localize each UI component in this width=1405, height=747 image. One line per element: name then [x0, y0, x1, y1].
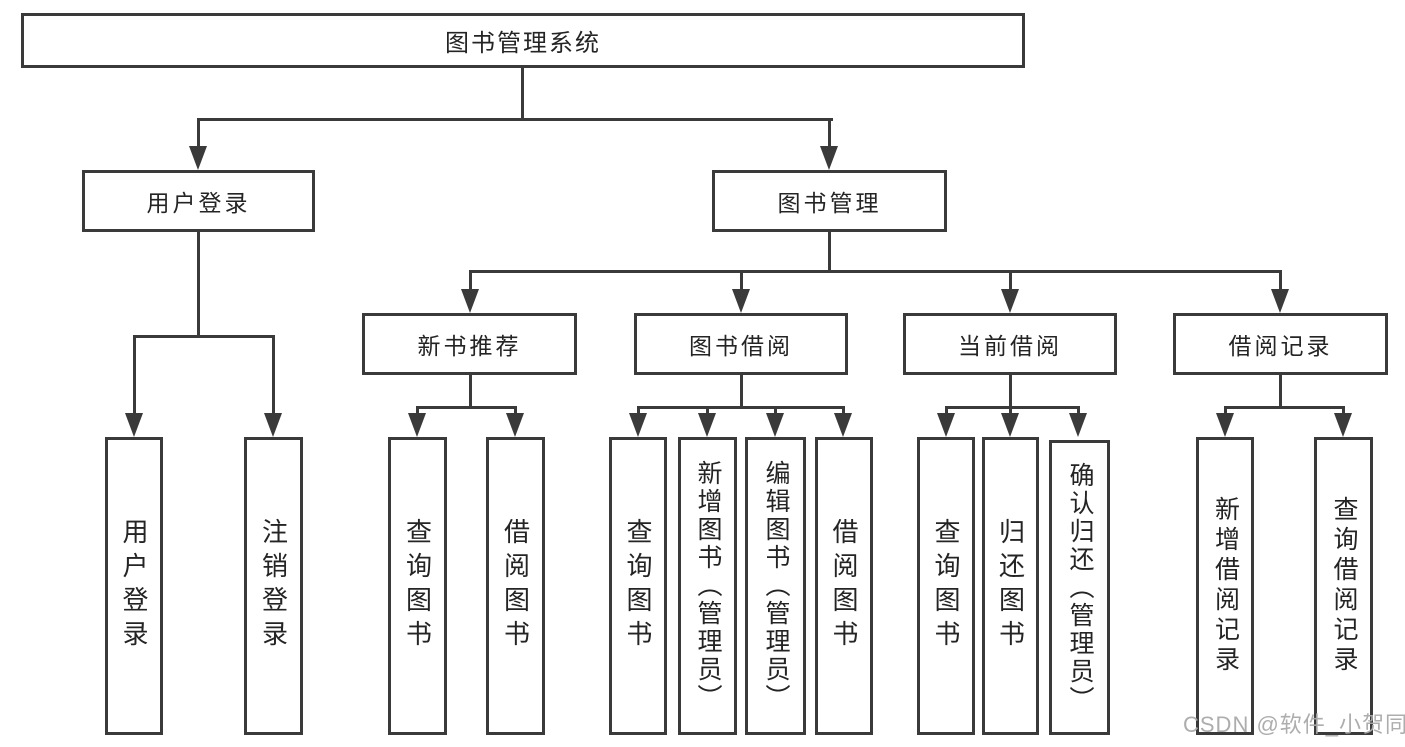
node-library-management-system: 图书管理系统 — [21, 13, 1025, 68]
leaf-query-books-borrowing: 查询图书 — [609, 437, 667, 735]
arrow-down-icon — [1001, 413, 1019, 437]
node-label: 编辑图书（管理员） — [762, 460, 790, 712]
leaf-query-books-recommend: 查询图书 — [388, 437, 447, 735]
connector-line — [828, 232, 831, 273]
node-label: 查询借阅记录 — [1330, 496, 1358, 676]
connector-line — [945, 406, 1080, 409]
arrow-down-icon — [461, 289, 479, 313]
arrow-down-icon — [1334, 413, 1352, 437]
arrow-down-icon — [1069, 413, 1087, 437]
node-label: 用户登录 — [146, 190, 251, 216]
arrow-down-icon — [820, 146, 838, 170]
leaf-query-books-current: 查询图书 — [917, 437, 975, 735]
connector-line — [514, 406, 517, 418]
node-label: 当前借阅 — [958, 333, 1062, 359]
node-label: 查询图书 — [402, 518, 433, 654]
connector-line — [197, 232, 200, 338]
arrow-down-icon — [1001, 289, 1019, 313]
node-label: 新增借阅记录 — [1211, 496, 1240, 676]
connector-line — [1342, 406, 1345, 418]
node-label: 注销登录 — [258, 518, 289, 654]
connector-line — [133, 335, 136, 417]
node-label: 借阅记录 — [1228, 333, 1333, 359]
connector-line — [272, 335, 275, 417]
arrow-down-icon — [937, 413, 955, 437]
connector-line — [842, 406, 845, 418]
connector-line — [706, 406, 709, 418]
connector-line — [469, 270, 472, 292]
node-label: 图书管理 — [777, 190, 882, 216]
connector-line — [740, 375, 743, 408]
connector-line — [637, 406, 845, 409]
connector-line — [197, 118, 200, 150]
connector-line — [521, 68, 524, 119]
connector-line — [1224, 406, 1345, 409]
node-label: 用户登录 — [119, 518, 149, 654]
arrow-down-icon — [264, 413, 282, 437]
node-label: 图书管理系统 — [445, 30, 601, 57]
connector-line — [1279, 375, 1282, 408]
node-book-management: 图书管理 — [712, 170, 947, 232]
node-label: 新增图书（管理员） — [694, 460, 722, 712]
node-label: 图书借阅 — [689, 333, 793, 359]
leaf-logout: 注销登录 — [244, 437, 303, 735]
arrow-down-icon — [1216, 413, 1234, 437]
connector-line — [469, 270, 1282, 273]
arrow-down-icon — [629, 413, 647, 437]
arrow-down-icon — [834, 413, 852, 437]
arrow-down-icon — [125, 413, 143, 437]
connector-line — [1009, 270, 1012, 292]
leaf-query-borrow-record: 查询借阅记录 — [1314, 437, 1373, 735]
connector-line — [774, 406, 777, 418]
connector-line — [1077, 406, 1080, 418]
node-label: 查询图书 — [931, 518, 961, 654]
node-label: 借阅图书 — [829, 518, 859, 654]
node-user-login: 用户登录 — [82, 170, 315, 232]
connector-line — [1224, 406, 1227, 418]
node-label: 确认归还（管理员） — [1066, 461, 1094, 714]
leaf-add-books-admin: 新增图书（管理员） — [678, 437, 737, 735]
connector-line — [637, 406, 640, 418]
node-label: 归还图书 — [995, 518, 1026, 654]
connector-line — [416, 406, 419, 418]
node-label: 查询图书 — [623, 518, 653, 654]
arrow-down-icon — [732, 289, 750, 313]
node-new-book-recommendation: 新书推荐 — [362, 313, 577, 375]
node-borrowing-records: 借阅记录 — [1173, 313, 1388, 375]
leaf-borrow-books-recommend: 借阅图书 — [486, 437, 545, 735]
connector-line — [1279, 270, 1282, 292]
node-label: 借阅图书 — [500, 518, 531, 654]
connector-line — [828, 118, 831, 150]
arrow-down-icon — [1271, 289, 1289, 313]
connector-line — [469, 375, 472, 408]
leaf-confirm-return-admin: 确认归还（管理员） — [1049, 440, 1110, 735]
arrow-down-icon — [766, 413, 784, 437]
leaf-borrow-books: 借阅图书 — [815, 437, 873, 735]
leaf-add-borrow-record: 新增借阅记录 — [1196, 437, 1254, 735]
node-current-borrowing: 当前借阅 — [903, 313, 1117, 375]
csdn-watermark: CSDN @软件_小贺同学 — [1183, 712, 1405, 737]
connector-line — [740, 270, 743, 292]
connector-line — [945, 406, 948, 418]
connector-line — [133, 335, 275, 338]
arrow-down-icon — [506, 413, 524, 437]
arrow-down-icon — [189, 146, 207, 170]
leaf-return-books: 归还图书 — [982, 437, 1039, 735]
node-book-borrowing: 图书借阅 — [634, 313, 848, 375]
connector-line — [1009, 375, 1012, 408]
leaf-edit-books-admin: 编辑图书（管理员） — [745, 437, 806, 735]
arrow-down-icon — [698, 413, 716, 437]
connector-line — [197, 118, 833, 121]
leaf-user-login: 用户登录 — [105, 437, 163, 735]
node-label: 新书推荐 — [417, 333, 522, 359]
connector-line — [1009, 406, 1012, 418]
connector-line — [416, 406, 517, 409]
arrow-down-icon — [408, 413, 426, 437]
